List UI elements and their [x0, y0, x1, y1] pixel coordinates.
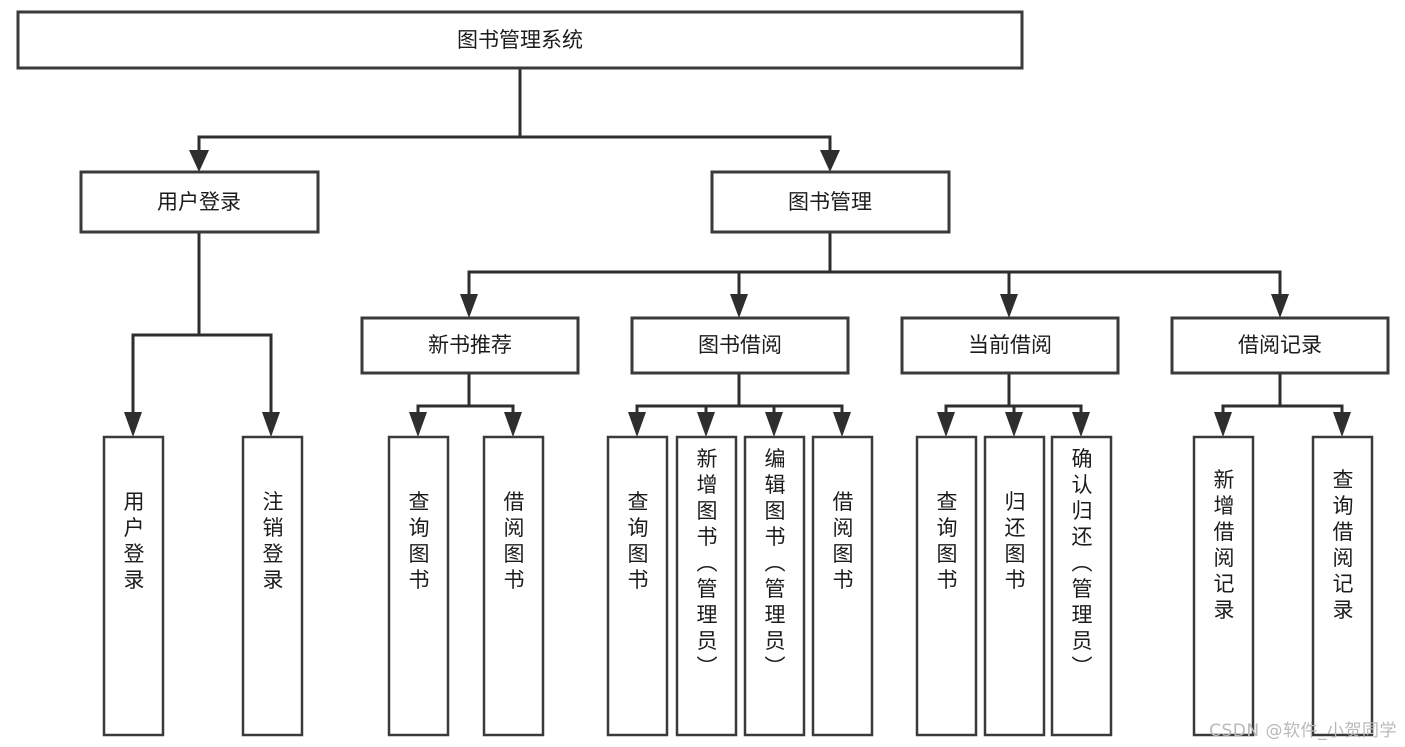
node-current-borrow-label: 当前借阅 — [968, 333, 1052, 357]
arrow-head-leaf-query-book-1 — [409, 412, 427, 437]
node-leaf-borrow-book-1-box[interactable] — [482, 435, 545, 737]
node-leaf-add-book-box[interactable] — [675, 435, 738, 737]
node-leaf-return-book[interactable]: 归还图书 — [983, 435, 1046, 737]
arrow-head-leaf-add-book — [697, 412, 715, 437]
node-leaf-user-login[interactable]: 用户登录 — [102, 435, 165, 737]
node-leaf-return-book-box[interactable] — [983, 435, 1046, 737]
node-current-borrow[interactable]: 当前借阅 — [900, 316, 1120, 375]
node-new-book-recommend-box[interactable] — [360, 316, 580, 375]
node-leaf-query-book-3-box[interactable] — [915, 435, 978, 737]
node-leaf-query-record-box[interactable] — [1311, 435, 1374, 737]
csdn-watermark: CSDN @软件_小贺同学 — [1209, 721, 1397, 741]
node-leaf-edit-book-box[interactable] — [743, 435, 806, 737]
arrow-head-leaf-query-book-2 — [628, 412, 646, 437]
node-leaf-query-book-1[interactable]: 查询图书 — [387, 435, 450, 737]
node-book-management-box[interactable] — [710, 170, 951, 234]
arrow-head-leaf-query-book-3 — [937, 412, 955, 437]
node-leaf-return-book-label: 归还图书 — [1005, 490, 1026, 592]
node-leaf-borrow-book-1-label: 借阅图书 — [504, 490, 525, 592]
node-new-book-recommend[interactable]: 新书推荐 — [360, 316, 580, 375]
node-leaf-query-book-3[interactable]: 查询图书 — [915, 435, 978, 737]
arrow-head-leaf-edit-book — [765, 412, 783, 437]
node-leaf-query-book-1-label: 查询图书 — [409, 490, 430, 592]
node-leaf-logout-login-label: 注销登录 — [263, 490, 284, 592]
node-leaf-query-book-3-label: 查询图书 — [937, 490, 958, 592]
node-leaf-query-record-label: 查询借阅记录 — [1333, 468, 1354, 622]
node-borrow-record-label: 借阅记录 — [1238, 333, 1322, 357]
node-user-login-box[interactable] — [79, 170, 320, 234]
node-borrow-record-box[interactable] — [1170, 316, 1390, 375]
node-root-box[interactable] — [16, 10, 1024, 70]
node-leaf-user-login-label: 用户登录 — [124, 490, 145, 592]
node-root[interactable]: 图书管理系统 — [16, 10, 1024, 70]
node-leaf-confirm-return-box[interactable] — [1050, 435, 1113, 737]
arrow-head-leaf-return-book — [1005, 412, 1023, 437]
node-leaf-query-book-2-box[interactable] — [606, 435, 669, 737]
node-leaf-add-record-label: 新增借阅记录 — [1214, 468, 1235, 622]
node-book-management-label: 图书管理 — [788, 190, 872, 214]
node-book-borrow[interactable]: 图书借阅 — [630, 316, 850, 375]
node-new-book-recommend-label: 新书推荐 — [428, 333, 512, 357]
node-book-management[interactable]: 图书管理 — [710, 170, 951, 234]
arrow-head-leaf-borrow-book-2 — [833, 412, 851, 437]
node-leaf-logout-login[interactable]: 注销登录 — [241, 435, 304, 737]
node-leaf-query-book-1-box[interactable] — [387, 435, 450, 737]
node-leaf-add-book-label: 新增图书︵管理员︶ — [697, 447, 718, 679]
arrow-head-new-book-recommend — [460, 294, 478, 318]
arrow-head-bookmgmt — [820, 150, 840, 172]
arrow-head-leaf-logout-login — [262, 412, 280, 437]
node-leaf-borrow-book-1[interactable]: 借阅图书 — [482, 435, 545, 737]
node-user-login[interactable]: 用户登录 — [79, 170, 320, 234]
node-leaf-query-book-2[interactable]: 查询图书 — [606, 435, 669, 737]
node-leaf-query-book-2-label: 查询图书 — [628, 490, 649, 592]
node-leaf-borrow-book-2-box[interactable] — [811, 435, 874, 737]
arrow-head-leaf-borrow-book-1 — [504, 412, 522, 437]
node-leaf-confirm-return[interactable]: 确认归还︵管理员︶ — [1050, 435, 1113, 737]
arrow-head-leaf-add-record — [1214, 412, 1232, 437]
arrow-head-leaf-query-record — [1333, 412, 1351, 437]
node-leaf-add-record[interactable]: 新增借阅记录 — [1192, 435, 1255, 737]
arrow-head-current-borrow — [1000, 294, 1018, 318]
node-book-borrow-label: 图书借阅 — [698, 333, 782, 357]
node-leaf-user-login-box[interactable] — [102, 435, 165, 737]
node-leaf-edit-book-label: 编辑图书︵管理员︶ — [765, 447, 786, 679]
node-leaf-add-record-box[interactable] — [1192, 435, 1255, 737]
node-leaf-borrow-book-2-label: 借阅图书 — [833, 490, 854, 592]
node-borrow-record[interactable]: 借阅记录 — [1170, 316, 1390, 375]
arrow-head-leaf-user-login — [124, 412, 142, 437]
connector-layer — [124, 66, 1351, 437]
node-leaf-confirm-return-label: 确认归还︵管理员︶ — [1072, 447, 1093, 679]
arrow-head-borrow-record — [1271, 294, 1289, 318]
arrow-head-leaf-confirm-return — [1072, 412, 1090, 437]
node-book-borrow-box[interactable] — [630, 316, 850, 375]
node-current-borrow-box[interactable] — [900, 316, 1120, 375]
arrow-head-book-borrow — [730, 294, 748, 318]
node-user-login-label: 用户登录 — [157, 190, 241, 214]
node-leaf-borrow-book-2[interactable]: 借阅图书 — [811, 435, 874, 737]
node-root-label: 图书管理系统 — [457, 28, 583, 52]
arrow-head-userlogin — [189, 150, 209, 172]
node-leaf-query-record[interactable]: 查询借阅记录 — [1311, 435, 1374, 737]
node-leaf-logout-login-box[interactable] — [241, 435, 304, 737]
node-leaf-edit-book[interactable]: 编辑图书︵管理员︶ — [743, 435, 806, 737]
node-leaf-add-book[interactable]: 新增图书︵管理员︶ — [675, 435, 738, 737]
